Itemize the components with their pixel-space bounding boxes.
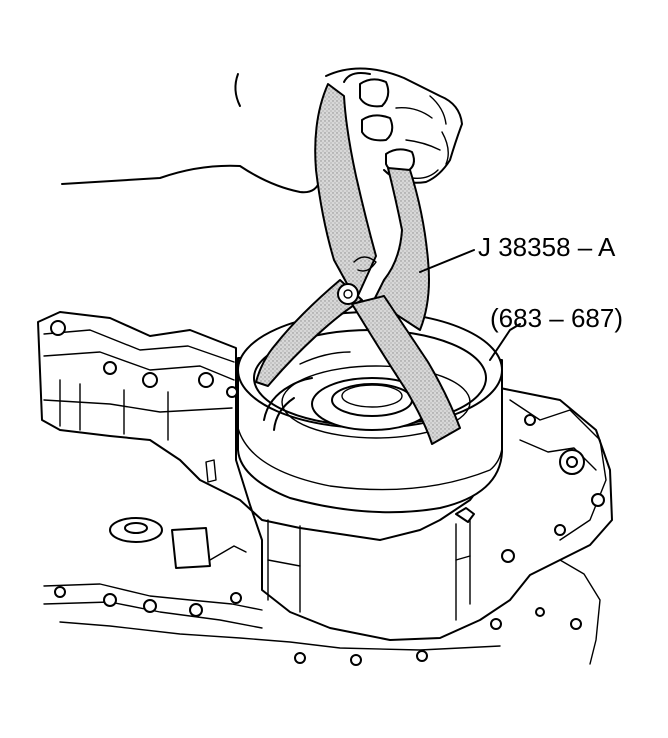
part-range-label: (683 – 687) — [490, 303, 623, 333]
transmission-case — [37, 311, 613, 666]
technician-hand — [61, 67, 463, 194]
tool-number-label: J 38358 – A — [478, 232, 616, 262]
snap-ring-pliers — [255, 83, 461, 445]
callout-parts: (683 – 687) — [489, 303, 623, 361]
callout-tool: J 38358 – A — [419, 232, 616, 273]
